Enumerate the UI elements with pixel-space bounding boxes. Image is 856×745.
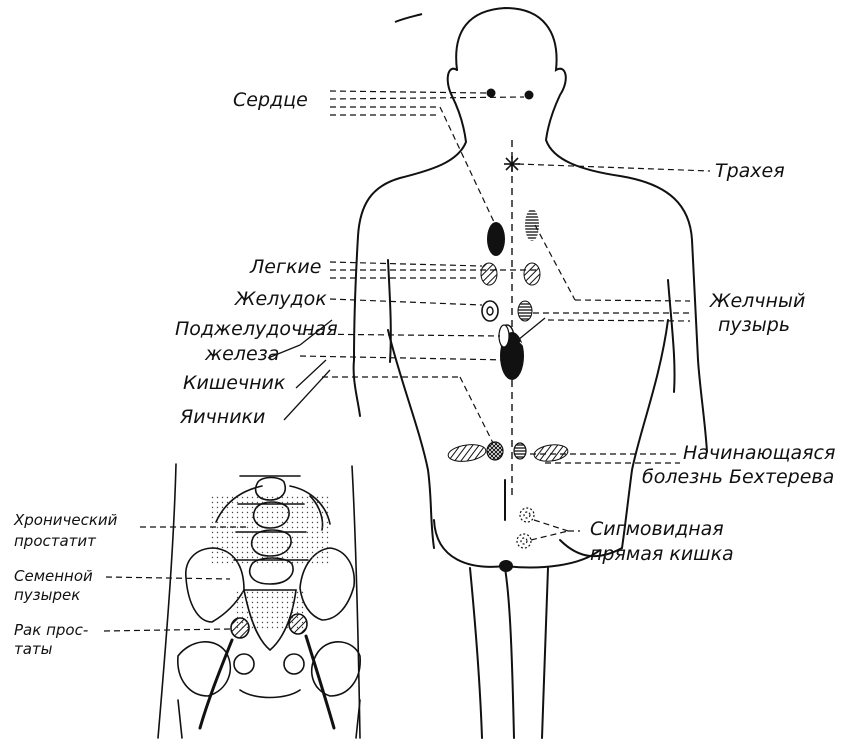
inset-left-border xyxy=(158,464,176,738)
sigmoid-zone xyxy=(517,508,534,548)
right-arm-inner xyxy=(668,280,675,392)
stomach-zone xyxy=(482,301,498,321)
head-left xyxy=(354,69,466,360)
label-pancreas-line2: железа xyxy=(205,345,279,364)
lung-zone-left xyxy=(481,263,497,285)
label-lungs: Легкие xyxy=(250,258,321,277)
label-gallbladder-line1: Желчный xyxy=(710,292,805,311)
label-prostatitis-line1: Хронический xyxy=(14,513,117,528)
hip-right xyxy=(312,642,360,696)
label-gallbladder-line2: пузырь xyxy=(718,316,790,335)
femoral-head-left xyxy=(234,654,254,674)
label-stomach: Желудок xyxy=(235,290,327,309)
inset-right-border xyxy=(352,466,360,738)
zone-markers xyxy=(447,89,569,549)
label-bechterew-line1: Начинающаяся xyxy=(683,444,835,463)
gallbladder-zone-top xyxy=(525,209,539,241)
label-cancer-line2: таты xyxy=(14,642,53,657)
label-intestine: Кишечник xyxy=(183,374,285,393)
hip-left xyxy=(178,642,230,696)
label-bechterew-line2: болезнь Бехтерева xyxy=(642,468,834,487)
duct-left xyxy=(200,640,232,728)
prostatitis-zone xyxy=(210,496,330,566)
head-outline xyxy=(456,8,698,360)
sacral-zone xyxy=(236,590,306,630)
label-seminal-line2: пузырек xyxy=(14,588,80,603)
pubic-arch xyxy=(240,690,300,698)
heart-point-right xyxy=(525,91,534,100)
heart-zone xyxy=(487,222,505,256)
ovary-zone-left xyxy=(487,442,503,460)
label-sigmoid-line2: прямая кишка xyxy=(590,545,734,564)
label-pancreas-line1: Поджелудочная xyxy=(175,320,338,339)
label-seminal-line1: Семенной xyxy=(14,569,93,584)
right-waist xyxy=(622,320,668,548)
left-arm-inner xyxy=(388,260,391,362)
upper-mark xyxy=(395,14,422,22)
lung-zone-right xyxy=(524,263,540,285)
back-figure xyxy=(354,8,707,738)
label-sigmoid-line1: Сигмовидная xyxy=(590,520,724,539)
label-heart: Сердце xyxy=(233,91,308,110)
label-trachea: Трахея xyxy=(715,162,785,181)
label-ovaries: Яичники xyxy=(180,408,265,427)
right-leg xyxy=(542,568,548,738)
trachea-star-icon xyxy=(504,156,520,172)
heart-point-left xyxy=(487,89,496,98)
buttocks xyxy=(434,520,600,567)
left-arm xyxy=(354,360,360,416)
femur-left xyxy=(178,700,182,738)
pancreas-overlay xyxy=(499,325,509,347)
leg-gap xyxy=(505,568,514,738)
gallbladder-zone xyxy=(518,301,532,321)
bechterew-zone-right xyxy=(533,443,569,464)
label-cancer-line1: Рак прос- xyxy=(14,623,88,638)
ovary-zone-right xyxy=(514,443,526,459)
label-prostatitis-line2: простатит xyxy=(14,534,96,549)
femoral-head-right xyxy=(284,654,304,674)
anal-mark xyxy=(499,560,513,572)
left-leg xyxy=(470,568,482,738)
bechterew-zone-left xyxy=(447,442,487,463)
right-arm xyxy=(698,360,707,452)
left-waist xyxy=(388,330,434,548)
